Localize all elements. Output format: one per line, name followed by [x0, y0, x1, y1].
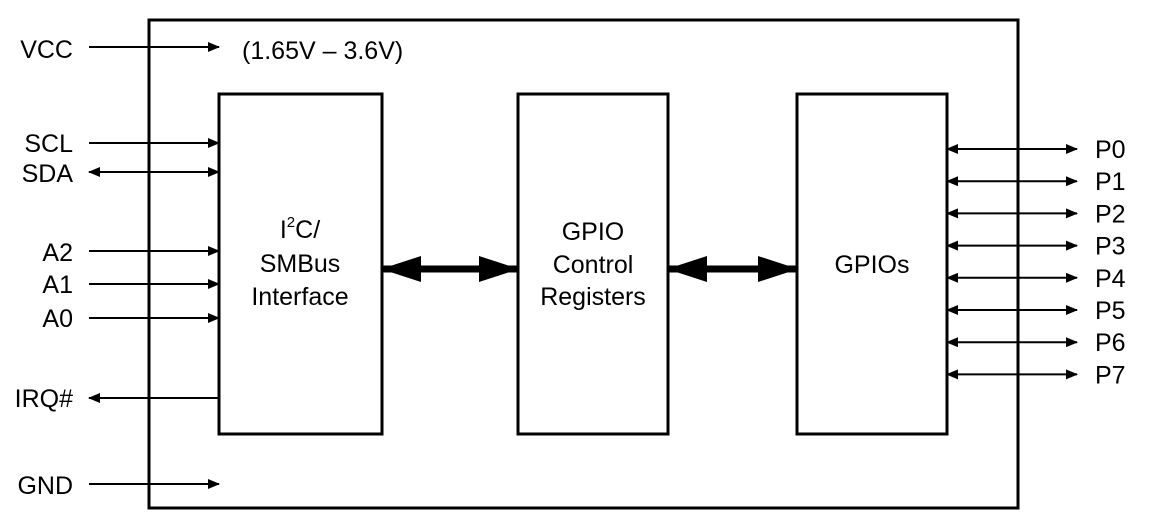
pin-label-sda: SDA — [22, 160, 74, 188]
pin-label-vcc: VCC — [20, 36, 73, 64]
pin-label-gnd: GND — [17, 472, 73, 500]
port-label-p7: P7 — [1095, 361, 1126, 389]
pin-label-irq: IRQ# — [15, 385, 73, 413]
interface-label-line2: SMBus — [260, 250, 341, 278]
registers-label-line2: Control — [553, 251, 634, 279]
port-label-p5: P5 — [1095, 297, 1126, 325]
pin-label-a2: A2 — [42, 239, 73, 267]
registers-label-line3: Registers — [540, 283, 646, 311]
port-label-p3: P3 — [1095, 233, 1126, 261]
chip-outline — [147, 18, 1020, 510]
port-label-p1: P1 — [1095, 168, 1126, 196]
supply-range-label: (1.65V – 3.6V) — [242, 37, 403, 65]
pin-label-a0: A0 — [42, 305, 73, 333]
registers-label-line1: GPIO — [562, 218, 625, 246]
port-label-p4: P4 — [1095, 265, 1126, 293]
port-label-p2: P2 — [1095, 200, 1126, 228]
port-label-p0: P0 — [1095, 136, 1126, 164]
gpios-label: GPIOs — [834, 251, 909, 279]
pin-label-a1: A1 — [42, 271, 73, 299]
interface-label-line3: Interface — [251, 283, 348, 311]
pin-label-scl: SCL — [24, 130, 73, 158]
port-label-p6: P6 — [1095, 329, 1126, 357]
interface-label-line1: I2C/ — [280, 214, 320, 244]
